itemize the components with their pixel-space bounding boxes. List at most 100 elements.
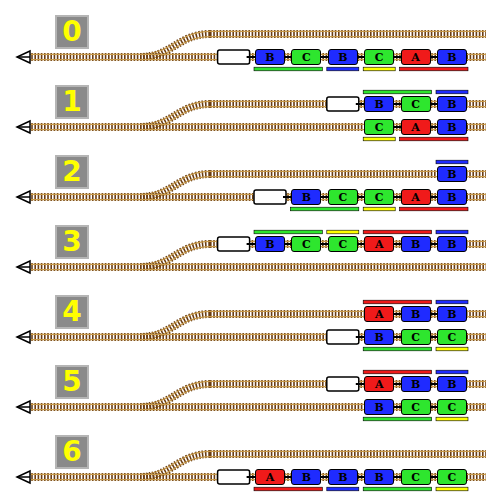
car-letter: B [447,122,456,133]
group-bracket [436,230,468,234]
car-letter: A [375,379,384,390]
car-letter: B [411,309,420,320]
siding-track-rail [210,36,486,37]
group-bracket [363,90,431,94]
rail-car: A [364,376,394,392]
car-letter: A [375,239,384,250]
rail-car: B [401,306,431,322]
car-letter: B [447,309,456,320]
siding-track-rail [210,456,486,457]
step-number: 3 [62,228,81,256]
car-letter: A [411,122,420,133]
rail-car: C [328,236,358,252]
group-bracket [254,230,322,234]
group-bracket [436,347,468,351]
group-bracket [363,487,431,491]
step-number: 0 [62,18,81,46]
direction-arrow-line [17,196,30,198]
rail-car: C [364,49,394,65]
group-bracket [436,90,468,94]
rail-car: C [401,329,431,345]
rail-car: B [437,236,467,252]
group-bracket [436,300,468,304]
rail-car: B [437,96,467,112]
car-letter: B [375,472,384,483]
car-letter: B [411,239,420,250]
rail-car: C [437,469,467,485]
step-number: 4 [62,298,81,326]
locomotive [218,237,250,251]
car-letter: A [375,309,384,320]
group-bracket [363,370,431,374]
group-bracket [327,487,359,491]
direction-arrow-line [17,126,30,128]
rail-car: B [255,236,285,252]
step-number: 6 [62,438,81,466]
direction-arrowhead [17,191,30,203]
direction-arrow-line [17,266,30,268]
car-letter: B [411,379,420,390]
group-bracket [363,207,395,211]
car-letter: C [411,472,420,483]
rail-car: A [364,306,394,322]
rail-car: B [328,49,358,65]
rail-car: A [255,469,285,485]
car-letter: C [411,402,420,413]
rail-car: B [437,376,467,392]
rail-car: A [401,119,431,135]
car-letter: C [375,122,384,133]
car-letter: C [302,239,311,250]
car-letter: C [375,52,384,63]
switch-track-rail [140,241,210,264]
car-letter: B [375,332,384,343]
siding-track-rail [210,451,486,452]
rail-car: C [364,119,394,135]
car-letter: B [447,192,456,203]
rail-car: C [364,189,394,205]
rail-car: B [437,166,467,182]
group-bracket [436,370,468,374]
group-bracket [254,67,322,71]
rail-car: B [328,469,358,485]
group-bracket [363,67,395,71]
rail-car: A [401,189,431,205]
car-letter: C [338,239,347,250]
switch-track-rail [140,451,210,474]
siding-track-rail [210,31,486,32]
car-letter: B [302,472,311,483]
car-letter: B [447,239,456,250]
group-bracket [327,67,359,71]
step-number: 2 [62,158,81,186]
locomotive [218,470,250,484]
car-letter: B [375,99,384,110]
car-letter: B [302,192,311,203]
direction-arrowhead [17,331,30,343]
car-letter: B [265,239,274,250]
rail-car: B [401,236,431,252]
group-bracket [436,417,468,421]
car-letter: B [338,52,347,63]
car-letter: C [375,192,384,203]
group-bracket [436,160,468,164]
step-number-box: 1 [55,85,89,119]
rail-car: C [401,469,431,485]
main-track-ties [28,263,486,271]
rail-car: B [291,189,321,205]
car-letter: C [448,332,457,343]
switch-track-rail [140,381,210,404]
car-letter: B [447,169,456,180]
group-bracket [327,230,359,234]
group-bracket [254,487,322,491]
siding-track-ties [210,450,486,458]
rail-car: C [437,399,467,415]
group-bracket [400,137,468,141]
direction-arrowhead [17,51,30,63]
rail-car: B [437,189,467,205]
locomotive [327,377,359,391]
step-number-box: 6 [55,435,89,469]
car-letter: C [411,99,420,110]
car-letter: B [447,379,456,390]
rail-car: B [364,399,394,415]
direction-arrow-line [17,476,30,478]
rail-car: C [291,49,321,65]
